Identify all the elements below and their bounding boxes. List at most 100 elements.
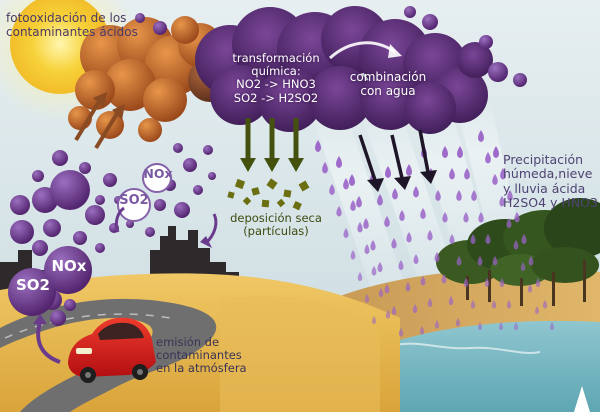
acid-drop	[457, 146, 463, 158]
acid-drop	[449, 168, 455, 180]
acid-drop	[463, 212, 469, 223]
acid-drop	[491, 300, 497, 309]
acid-drop	[343, 228, 349, 239]
acid-drop	[413, 254, 419, 265]
acid-drop	[398, 260, 404, 271]
acid-drop	[356, 196, 362, 208]
pollutant-particles	[8, 143, 216, 326]
label-water-combination: combinación con agua	[349, 70, 427, 98]
corner-logo-icon	[574, 386, 590, 412]
acid-drop	[412, 304, 418, 314]
acid-drop	[364, 294, 370, 303]
acid-drop	[442, 212, 448, 223]
acid-drop	[420, 276, 426, 286]
acid-drop	[492, 174, 498, 186]
acid-drop	[398, 328, 404, 337]
acid-drop	[456, 190, 462, 202]
acid-drop	[513, 322, 519, 331]
label-chemical-transformation: transformación química: NO2 -> HNO3 SO2 …	[232, 51, 320, 105]
acid-drop	[405, 282, 411, 292]
acid-drop	[435, 190, 441, 202]
acid-drop	[371, 316, 377, 325]
acid-drop	[455, 318, 461, 327]
label-pollutant-emission: emisión de contaminantes en la atmósfera	[156, 335, 247, 376]
acid-drop	[434, 252, 440, 263]
acid-drop	[542, 300, 548, 309]
acid-drop	[406, 164, 412, 176]
label-photooxidation: fotooxidación de los contaminantes ácido…	[6, 11, 138, 39]
acid-drop	[449, 234, 455, 245]
acid-drop	[484, 278, 490, 288]
acid-drop	[442, 146, 448, 158]
acid-drop	[535, 278, 541, 288]
acid-drop	[441, 274, 447, 284]
acid-drop	[384, 216, 390, 228]
acid-drop	[385, 310, 391, 319]
acid-drop	[377, 262, 383, 273]
acid-drop	[534, 306, 540, 315]
acid-drop	[427, 230, 433, 241]
acid-drop	[492, 256, 498, 266]
road	[0, 298, 217, 412]
acid-drop	[399, 210, 405, 222]
acid-drop	[315, 140, 321, 152]
acid-drop	[499, 196, 505, 207]
gas-bubbles-small	[114, 163, 218, 248]
gas-label-so2-large: SO2	[16, 276, 50, 294]
acid-drop	[350, 250, 356, 260]
acid-drop	[471, 190, 477, 202]
acid-drop	[527, 284, 533, 293]
acid-drop	[506, 300, 512, 309]
acid-drop	[470, 234, 476, 245]
lake	[380, 320, 600, 412]
acid-drop	[485, 234, 491, 245]
acid-drop	[336, 156, 342, 168]
trees	[436, 198, 600, 306]
acid-drop	[391, 306, 397, 316]
gas-label-nox-small: NOx	[143, 166, 173, 181]
emission-arrow	[36, 321, 61, 364]
acid-drop	[514, 212, 520, 223]
acid-drop	[498, 322, 504, 331]
acid-drop	[520, 262, 526, 272]
acid-drop	[434, 320, 440, 329]
acid-drop	[499, 278, 505, 288]
gas-label-so2-small: SO2	[119, 193, 149, 208]
acid-rain-drops	[315, 130, 555, 337]
acid-drop	[413, 186, 419, 198]
acid-drop	[464, 168, 470, 180]
acid-drop	[456, 256, 462, 266]
dry-deposition-arrows	[240, 118, 304, 172]
acid-drop	[493, 146, 499, 158]
acid-drop	[528, 256, 534, 266]
acid-drop	[371, 266, 377, 276]
acid-drop	[322, 162, 328, 174]
acid-drop	[506, 218, 512, 229]
acid-drop	[507, 190, 513, 202]
acid-drop	[477, 322, 483, 331]
acid-drop	[477, 256, 483, 266]
combination-arrow	[328, 41, 396, 60]
acid-drop	[513, 240, 519, 250]
acid-drop	[549, 322, 555, 331]
acid-drop	[391, 238, 397, 249]
photooxidation-arrows	[74, 92, 125, 150]
acid-drop	[378, 288, 384, 298]
acid-drop	[349, 174, 355, 186]
purple-cloud	[135, 6, 527, 134]
label-wet-precipitation: Precipitación húmeda,nieve y lluvia ácid…	[503, 152, 598, 211]
acid-drop	[470, 300, 476, 309]
acid-drop	[521, 234, 527, 245]
acid-drop	[329, 184, 335, 196]
acid-drop	[406, 232, 412, 243]
acid-drop	[500, 168, 506, 180]
acid-drop	[384, 284, 390, 294]
acid-drop	[448, 296, 454, 306]
acid-drop	[385, 166, 391, 178]
acid-drop	[478, 130, 484, 142]
acid-drop	[370, 240, 376, 251]
acid-drop	[419, 326, 425, 335]
dry-particles	[227, 178, 310, 211]
acid-drop	[478, 212, 484, 223]
